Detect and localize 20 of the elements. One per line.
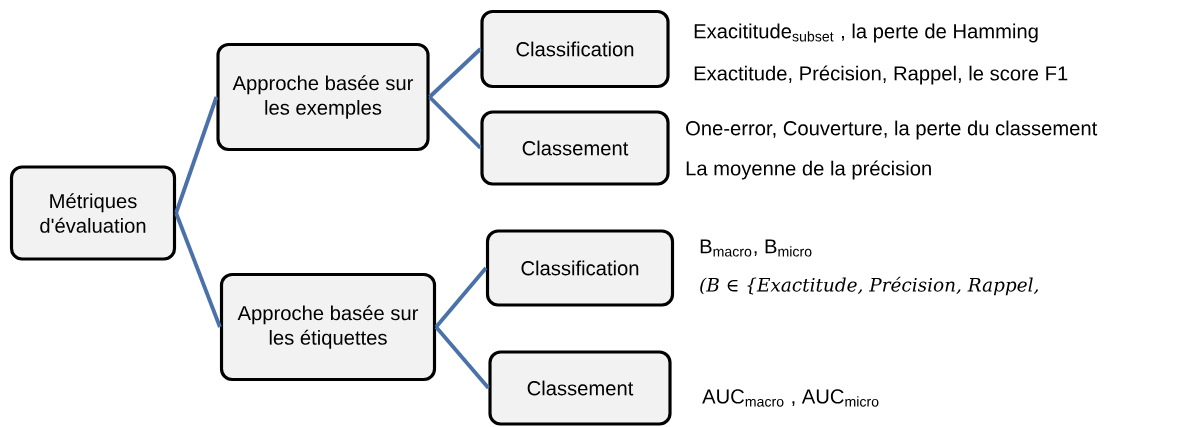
category-box: Classification (485, 229, 675, 307)
metric-text: (B ∈ {Exactitude, Précision, Rappel, (700, 276, 1039, 296)
category-box: Classification (480, 9, 670, 89)
root-box: Métriques d'évaluation (9, 165, 177, 261)
metric-text: Exacititude$_{subset}$ , la perte de Hamming (694, 23, 1038, 43)
approach-box: Approche basée sur les étiquettes (219, 272, 437, 382)
connector-line (428, 47, 482, 99)
metric-text: One-error, Couverture, la perte du classement (686, 120, 1098, 140)
metric-text: Exactitude, Précision, Rappel, le score F1 (694, 65, 1068, 85)
connector-line (174, 96, 219, 214)
connector-line (434, 325, 490, 390)
approach-box: Approche basée sur les exemples (216, 42, 430, 152)
category-box: Classement (480, 110, 670, 186)
metric-text: La moyenne de la précision (686, 160, 931, 180)
connector-line (434, 266, 488, 329)
connector-line (174, 212, 222, 328)
connector-line (428, 95, 482, 150)
metric-text: B$_{macro}$, B$_{micro}$ (700, 239, 812, 257)
category-box: Classement (488, 350, 672, 426)
metric-text: AUC$_{macro}$ , AUC$_{micro}$ (702, 389, 879, 407)
